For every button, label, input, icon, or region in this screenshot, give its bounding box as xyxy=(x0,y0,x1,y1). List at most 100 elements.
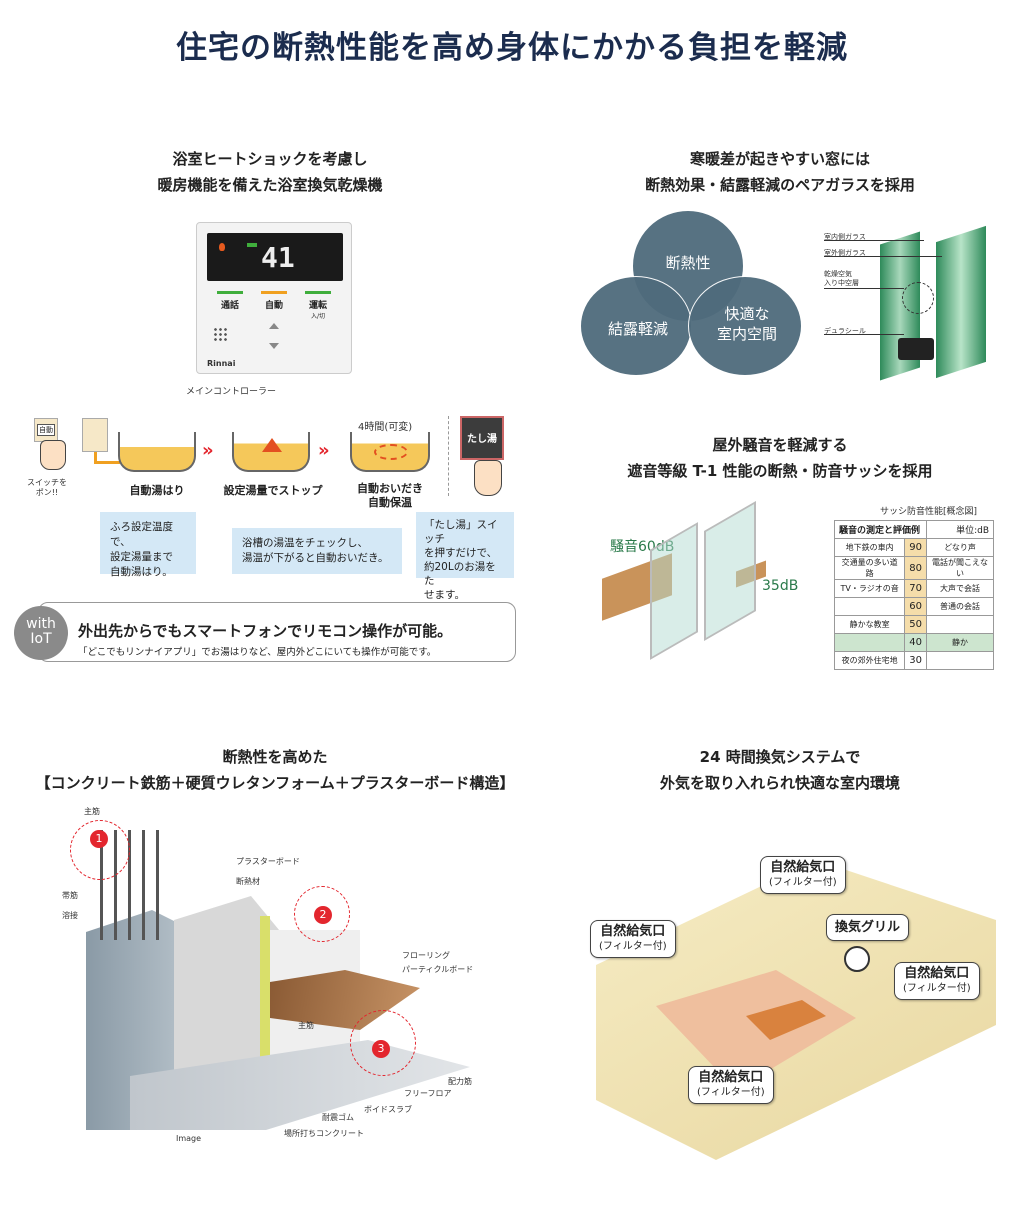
air-layer-circle xyxy=(902,282,934,314)
tub1 xyxy=(118,432,196,472)
row-left: 地下鉄の車内 xyxy=(833,538,906,557)
glass-heading-line2: 断熱効果・結露軽減のペアガラスを採用 xyxy=(645,176,915,194)
bubble-auto-fill: ふろ設定温度で、 設定湯量まで 自動湯はり。 xyxy=(100,512,196,578)
marker-num-2: 2 xyxy=(314,906,332,924)
venn-circle-condensation xyxy=(580,276,692,376)
step3-top: 4時間(可変) xyxy=(358,422,413,433)
bubble-reheat: 浴槽の湯温をチェックし、 湯温が下がると自動おいだき。 xyxy=(232,528,402,574)
callout-right: 自然給気口 (フィルター付) xyxy=(894,962,980,1000)
main-controller: 41 通話 自動 運転 入/切 Rinnai xyxy=(196,222,352,374)
vent-heading-line2: 外気を取り入れられ快適な室内環境 xyxy=(659,774,900,792)
tub3 xyxy=(350,432,430,472)
bath-heading: 浴室ヒートショックを考慮し 暖房機能を備えた浴室換気乾燥機 xyxy=(70,146,470,198)
label-dannetsu: 断熱材 xyxy=(236,877,260,886)
glass-label-seal: デュラシール xyxy=(824,327,866,335)
table-title: サッシ防音性能[概念図] xyxy=(880,507,978,517)
table-header: 騒音の測定と評価例 xyxy=(834,520,927,539)
row-left: 静かな教室 xyxy=(833,615,906,634)
leader-lines-3 xyxy=(824,288,904,289)
row-value: 80 xyxy=(904,556,927,580)
grill-circle xyxy=(844,946,870,972)
structure-heading-line1: 断熱性を高めた xyxy=(222,748,328,766)
plaster-board xyxy=(260,916,270,1086)
flame-icon xyxy=(219,243,225,251)
row-value: 40 xyxy=(904,633,927,652)
down-arrow-icon[interactable] xyxy=(269,343,279,349)
step3-label: 自動おいだき 自動保温 xyxy=(357,482,423,509)
auto-switch-label: 自動 xyxy=(37,424,55,436)
callout-left-sub: (フィルター付) xyxy=(599,941,667,952)
glass-label-inner: 室内側ガラス xyxy=(824,233,866,241)
controller-btn-power-label: 運転 xyxy=(308,301,327,311)
step2-label: 設定湯量でストップ xyxy=(223,484,323,497)
controller-btn-talk[interactable]: 通話 xyxy=(211,291,249,311)
controller-btn-power-sub: 入/切 xyxy=(310,313,326,320)
eco-icon xyxy=(247,243,257,247)
venn-label-1: 断熱性 xyxy=(665,254,711,272)
controller-brand: Rinnai xyxy=(207,359,236,368)
up-arrow-icon[interactable] xyxy=(269,323,279,329)
row-left xyxy=(833,633,906,652)
marker-num-1: 1 xyxy=(90,830,108,848)
sash-heading-line1: 屋外騒音を軽減する xyxy=(712,436,848,454)
reheat-loop-icon xyxy=(374,444,408,460)
callout-bottom: 自然給気口 (フィルター付) xyxy=(688,1066,774,1104)
row-right: 電話が聞こえない xyxy=(925,556,995,580)
controller-btn-auto[interactable]: 自動 xyxy=(255,291,293,311)
iot-badge: with IoT xyxy=(14,606,68,660)
callout-left-main: 自然給気口 xyxy=(600,924,666,939)
structure-heading: 断熱性を高めた 【コンクリート鉄筋＋硬質ウレタンフォーム＋プラスターボード構造】 xyxy=(10,744,540,796)
row-left: TV・ラジオの音 xyxy=(833,579,906,598)
row-left: 夜の郊外住宅地 xyxy=(833,651,906,670)
wall-panel xyxy=(82,418,108,452)
pipe xyxy=(94,452,120,464)
row-value: 30 xyxy=(904,651,927,670)
label-flooring: フローリング xyxy=(402,951,450,960)
divider xyxy=(448,416,449,496)
callout-bottom-main: 自然給気口 xyxy=(698,1070,764,1085)
row-right: 普通の会話 xyxy=(925,597,995,616)
row-right: 大声で会話 xyxy=(925,579,995,598)
leader-lines xyxy=(824,240,924,241)
row-value: 90 xyxy=(904,538,927,557)
marker-1 xyxy=(70,820,130,880)
row-value: 50 xyxy=(904,615,927,634)
label-shukin-top: 主筋 xyxy=(84,807,100,816)
row-value: 70 xyxy=(904,579,927,598)
glass-heading-line1: 寒暖差が起きやすい窓には xyxy=(689,150,870,168)
callout-grill-label: 換気グリル xyxy=(835,920,901,935)
tashiyu-label: たし湯 xyxy=(467,434,497,445)
callout-bottom-sub: (フィルター付) xyxy=(697,1087,765,1098)
callout-left: 自然給気口 (フィルター付) xyxy=(590,920,676,958)
label-rubber: 耐震ゴム xyxy=(322,1113,354,1122)
sash-pane-1 xyxy=(650,522,698,660)
hand-icon xyxy=(40,440,66,470)
spacer-seal xyxy=(898,338,934,360)
label-free-floor: フリーフロア xyxy=(404,1089,452,1098)
auto-switch[interactable]: 自動 xyxy=(34,418,58,442)
controller-btn-power[interactable]: 運転 入/切 xyxy=(299,291,337,320)
stop-arrow-icon xyxy=(262,438,282,452)
row-right xyxy=(925,615,995,634)
sash-frame xyxy=(650,500,760,660)
bath-heading-line2: 暖房機能を備えた浴室換気乾燥機 xyxy=(157,176,383,194)
controller-temp: 41 xyxy=(261,241,295,274)
arrow-icon-1: » xyxy=(202,440,214,461)
bath-heading-line1: 浴室ヒートショックを考慮し xyxy=(172,150,368,168)
row-right: どなり声 xyxy=(925,538,995,557)
table-unit-label: 単位:dB xyxy=(956,526,989,536)
tashiyu-button[interactable]: たし湯 xyxy=(460,416,504,460)
noise-in-label: 35dB xyxy=(762,578,799,594)
glass-label-outer: 室外側ガラス xyxy=(824,249,866,257)
label-haiikin: 配力筋 xyxy=(448,1077,472,1086)
glass-label-air: 乾燥空気 入り中空層 xyxy=(824,270,859,287)
row-left: 交通量の多い道路 xyxy=(833,556,906,580)
vent-heading: 24 時間換気システムで 外気を取り入れられ快適な室内環境 xyxy=(560,744,1000,796)
callout-top-sub: (フィルター付) xyxy=(769,877,837,888)
